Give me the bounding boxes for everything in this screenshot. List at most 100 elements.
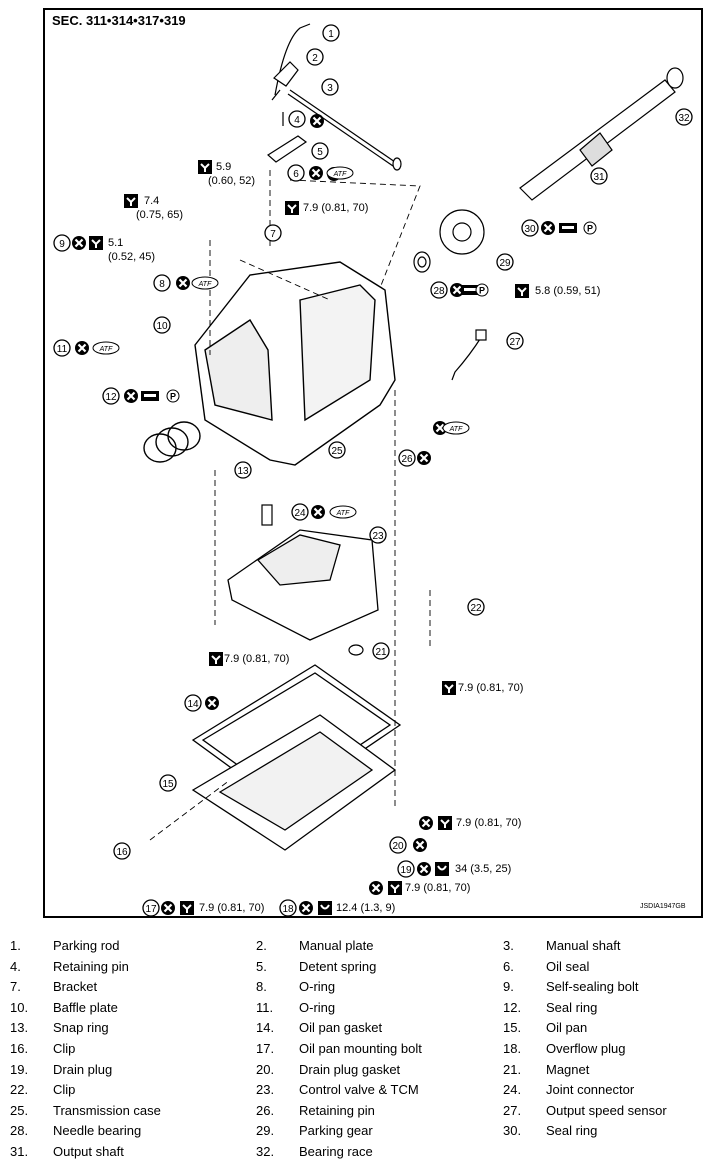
svg-text:ATF: ATF — [333, 171, 347, 178]
legend-number: 13. — [10, 1020, 29, 1036]
legend-number: 26. — [256, 1102, 275, 1118]
parking-gear-part — [439, 209, 485, 255]
legend-label: Bearing race — [299, 1144, 373, 1159]
grease-icon — [141, 391, 159, 401]
legend-label: Bracket — [53, 979, 98, 995]
legend-label: O-ring — [299, 999, 336, 1015]
wrench-icon — [441, 680, 457, 696]
output-speed-sensor-part — [451, 329, 487, 381]
legend-label: Oil seal — [546, 958, 590, 974]
x-icon — [539, 219, 557, 237]
callout-23: 23 — [369, 526, 387, 544]
legend-label: Baffle plate — [53, 999, 118, 1015]
callout-28: 28 — [430, 281, 448, 299]
svg-text:11: 11 — [57, 344, 68, 355]
svg-text:22: 22 — [470, 603, 482, 614]
legend-number: 31. — [10, 1144, 29, 1159]
torque-spec: 12.4 (1.3, 9) — [336, 902, 396, 914]
legend-label: Overflow plug — [546, 1041, 626, 1056]
legend-label: Self-sealing bolt — [546, 979, 639, 995]
legend-number: 22. — [10, 1082, 29, 1098]
grease-p-icon: P — [166, 389, 180, 403]
svg-text:16: 16 — [116, 847, 128, 858]
wrench-icon — [197, 159, 213, 175]
diagram-frame — [43, 8, 703, 918]
svg-text:27: 27 — [509, 337, 521, 348]
svg-text:29: 29 — [499, 258, 511, 269]
legend-number: 14. — [256, 1020, 275, 1036]
svg-text:20: 20 — [392, 841, 404, 852]
callout-2: 2 — [306, 48, 324, 66]
callout-16: 16 — [113, 842, 131, 860]
svg-text:25: 25 — [331, 446, 343, 457]
callout-32: 32 — [675, 108, 693, 126]
callout-24: 24 — [291, 503, 309, 521]
manual-plate-part — [273, 61, 299, 87]
callout-5: 5 — [311, 142, 329, 160]
wrench-icon — [284, 200, 300, 216]
legend-label: Joint connector — [546, 1082, 635, 1098]
guide-lines — [149, 170, 431, 841]
legend-label: Magnet — [546, 1061, 590, 1077]
legend-label: Parking gear — [299, 1123, 373, 1139]
svg-text:10: 10 — [156, 321, 168, 332]
output-shaft-part — [519, 67, 684, 201]
x-icon — [159, 899, 177, 917]
legend-number: 9. — [503, 979, 514, 995]
legend-number: 23. — [256, 1082, 275, 1098]
callout-3: 3 — [321, 78, 339, 96]
transmission-case-part — [194, 261, 396, 466]
socket-icon — [317, 900, 333, 916]
svg-text:ATF: ATF — [336, 510, 350, 517]
svg-text:24: 24 — [294, 508, 306, 519]
legend-label: Oil pan mounting bolt — [299, 1041, 422, 1056]
legend-number: 27. — [503, 1102, 522, 1118]
legend-number: 24. — [503, 1082, 522, 1098]
svg-text:14: 14 — [187, 699, 199, 710]
legend-label: Parking rod — [53, 938, 120, 953]
atf-icon: ATF — [326, 166, 354, 180]
atf-icon: ATF — [191, 276, 219, 290]
wrench-icon — [88, 235, 104, 251]
legend-number: 6. — [503, 958, 514, 974]
wrench-icon — [387, 880, 403, 896]
svg-text:23: 23 — [372, 531, 384, 542]
x-icon — [122, 387, 140, 405]
svg-text:2: 2 — [312, 53, 318, 64]
svg-text:28: 28 — [433, 286, 445, 297]
x-icon — [73, 339, 91, 357]
legend-label: Manual plate — [299, 938, 374, 953]
torque-spec: 7.9 (0.81, 70) — [303, 202, 369, 214]
legend-number: 8. — [256, 979, 267, 995]
legend-number: 25. — [10, 1102, 29, 1118]
svg-text:6: 6 — [293, 169, 299, 180]
svg-text:1: 1 — [328, 29, 334, 40]
atf-icon: ATF — [442, 421, 470, 435]
svg-text:31: 31 — [593, 172, 605, 183]
detent-spring-part — [267, 135, 308, 163]
legend-number: 19. — [10, 1061, 29, 1077]
legend-label: Transmission case — [53, 1102, 161, 1118]
wrench-icon — [123, 193, 139, 209]
torque-spec: 5.1 — [108, 237, 124, 249]
wrench-icon — [514, 283, 530, 299]
section-title: SEC. 311•314•317•319 — [52, 13, 186, 28]
wrench-icon — [179, 900, 195, 916]
legend-label: Drain plug gasket — [299, 1061, 401, 1077]
legend-number: 11. — [256, 999, 274, 1015]
callout-25: 25 — [328, 441, 346, 459]
legend-label: Snap ring — [53, 1020, 109, 1036]
torque-spec: 7.9 (0.81, 70) — [456, 817, 522, 829]
legend-number: 15. — [503, 1020, 522, 1036]
legend-number: 29. — [256, 1123, 275, 1139]
legend-number: 4. — [10, 958, 21, 974]
legend-number: 18. — [503, 1041, 522, 1056]
wrench-icon — [437, 815, 453, 831]
callout-9: 9 — [53, 234, 71, 252]
svg-text:12: 12 — [105, 392, 117, 403]
grease-p-icon: P — [583, 221, 597, 235]
